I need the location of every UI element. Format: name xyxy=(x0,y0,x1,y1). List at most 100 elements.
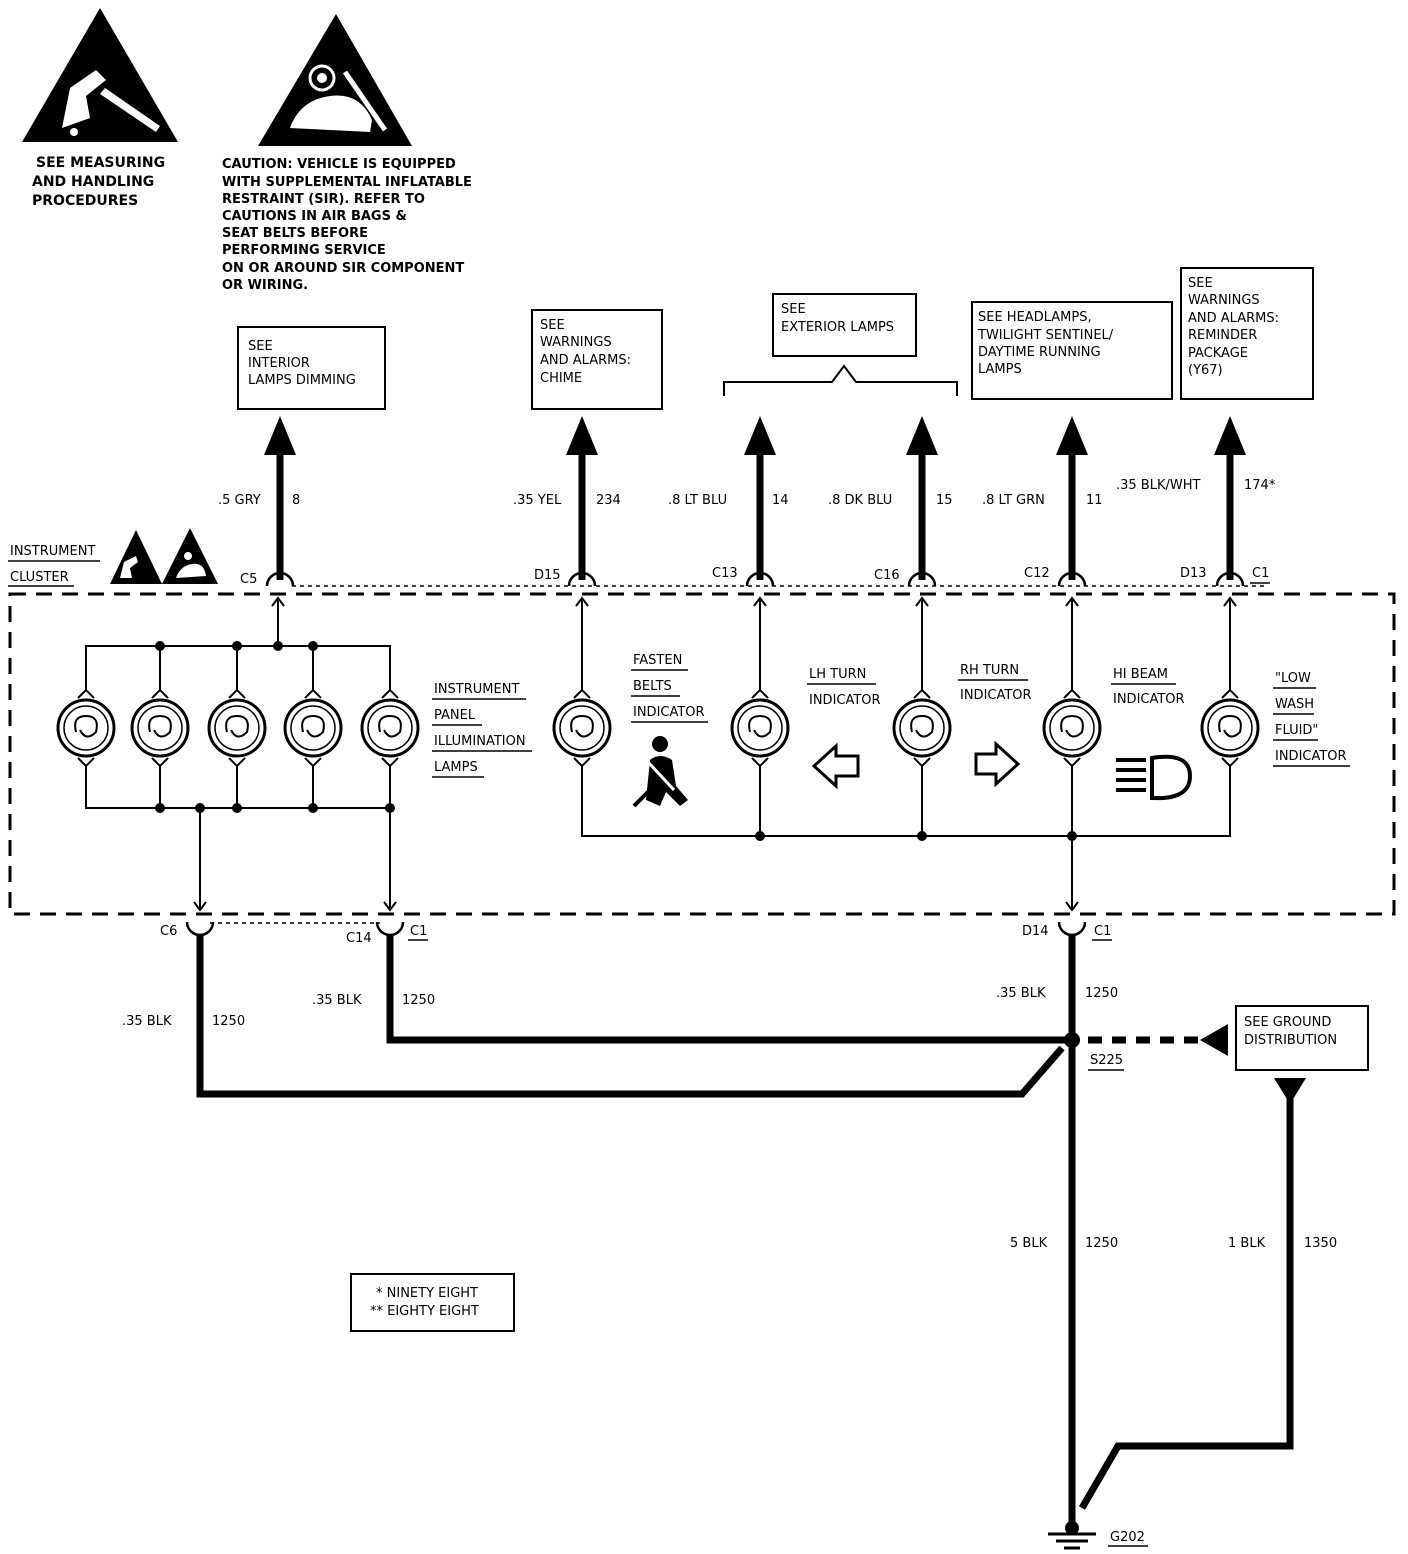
svg-text:.8 DK BLU: .8 DK BLU xyxy=(828,493,892,508)
sir-caution-line-7: ON OR AROUND SIR COMPONENT xyxy=(222,261,464,276)
svg-text:ILLUMINATION: ILLUMINATION xyxy=(434,734,526,749)
legend-box: * NINETY EIGHT ** EIGHTY EIGHT xyxy=(350,1273,515,1332)
panel-lamp-bank xyxy=(85,600,395,908)
conn-c12: C12 xyxy=(1024,566,1050,581)
fasten-belts-label: FASTEN BELTS INDICATOR xyxy=(631,653,708,723)
svg-text:WARNINGS: WARNINGS xyxy=(540,335,612,350)
svg-text:LH TURN: LH TURN xyxy=(809,667,866,682)
conn-d14: D14 xyxy=(1022,924,1049,939)
svg-text:LAMPS: LAMPS xyxy=(434,760,478,775)
svg-text:15: 15 xyxy=(936,493,953,508)
conn-c6: C6 xyxy=(160,924,177,939)
esd-note-line-2: AND HANDLING xyxy=(32,174,154,190)
lh-turn-lamp-icon xyxy=(730,676,790,780)
bulb-layer xyxy=(56,676,1260,780)
indicator-wiring xyxy=(581,600,1231,908)
svg-text:INDICATOR: INDICATOR xyxy=(960,688,1032,703)
sir-caution-line-8: OR WIRING. xyxy=(222,278,308,293)
svg-text:LAMPS: LAMPS xyxy=(978,362,1022,377)
wire-c6-circuit: 1250 xyxy=(212,1014,245,1029)
svg-text:HI BEAM: HI BEAM xyxy=(1113,667,1168,682)
top-connectors xyxy=(265,571,1245,587)
low-wash-label: "LOW WASH FLUID" INDICATOR xyxy=(1273,671,1350,767)
svg-text:234: 234 xyxy=(596,493,621,508)
svg-text:AND ALARMS:: AND ALARMS: xyxy=(1188,311,1279,326)
svg-text:.35 BLK/WHT: .35 BLK/WHT xyxy=(1116,478,1201,493)
rh-turn-label: RH TURN INDICATOR xyxy=(958,663,1032,703)
svg-text:.8 LT GRN: .8 LT GRN xyxy=(982,493,1045,508)
panel-lamp-2-icon xyxy=(130,676,190,780)
cluster-airbag-icon xyxy=(162,528,218,584)
sir-caution-line-5: SEAT BELTS BEFORE xyxy=(222,226,368,241)
panel-lamp-5-icon xyxy=(360,676,420,780)
lh-turn-label: LH TURN INDICATOR xyxy=(807,667,881,708)
hi-beam-label: HI BEAM INDICATOR xyxy=(1111,667,1185,707)
svg-text:.35 YEL: .35 YEL xyxy=(513,493,562,508)
svg-text:INTERIOR: INTERIOR xyxy=(248,356,310,371)
svg-text:11: 11 xyxy=(1086,493,1103,508)
sir-caution-line-2: WITH SUPPLEMENTAL INFLATABLE xyxy=(222,175,472,190)
wire-yel: .35 YEL 234 xyxy=(513,416,621,580)
inner-up-arrows xyxy=(193,596,1237,912)
wire-main-label: 5 BLK xyxy=(1010,1236,1048,1251)
conn-c16: C16 xyxy=(874,568,900,583)
ref-box-interior-dimming: SEE INTERIOR LAMPS DIMMING xyxy=(237,326,386,410)
wire-main-circuit: 1250 xyxy=(1085,1236,1118,1251)
conn-c5: C5 xyxy=(240,572,257,587)
svg-text:LAMPS DIMMING: LAMPS DIMMING xyxy=(248,373,356,388)
svg-text:RH TURN: RH TURN xyxy=(960,663,1019,678)
rh-arrow-icon xyxy=(974,740,1021,788)
panel-lamp-3-icon xyxy=(207,676,267,780)
esd-note-line-1: SEE MEASURING xyxy=(36,155,165,171)
conn-c1-bottom-right: C1 xyxy=(1094,924,1111,939)
bottom-connectors xyxy=(185,921,1087,937)
svg-text:SEE: SEE xyxy=(781,302,806,317)
wire-blk-wht: .35 BLK/WHT 174* xyxy=(1116,416,1276,580)
wire-d14-label: .35 BLK xyxy=(996,986,1046,1001)
hi-beam-icon xyxy=(1116,754,1193,801)
svg-text:FASTEN: FASTEN xyxy=(633,653,682,668)
wire-c6-label: .35 BLK xyxy=(122,1014,172,1029)
fasten-belts-lamp-icon xyxy=(552,676,612,780)
svg-text:AND ALARMS:: AND ALARMS: xyxy=(540,353,631,368)
panel-lamp-4-icon xyxy=(283,676,343,780)
panel-lamp-1-icon xyxy=(56,676,116,780)
conn-d15: D15 xyxy=(534,568,561,583)
svg-text:8: 8 xyxy=(292,493,300,508)
cluster-label: INSTRUMENT CLUSTER xyxy=(8,544,100,587)
svg-text:WASH: WASH xyxy=(1275,697,1314,712)
airbag-warning-icon xyxy=(258,14,412,146)
svg-text:* NINETY EIGHT: * NINETY EIGHT xyxy=(376,1286,478,1301)
svg-text:EXTERIOR LAMPS: EXTERIOR LAMPS xyxy=(781,320,894,335)
svg-text:SEE: SEE xyxy=(1188,276,1213,291)
wire-dk-blu: .8 DK BLU 15 xyxy=(828,416,953,580)
svg-text:REMINDER: REMINDER xyxy=(1188,328,1257,343)
svg-text:INSTRUMENT: INSTRUMENT xyxy=(10,544,95,559)
svg-text:CLUSTER: CLUSTER xyxy=(10,570,69,585)
wire-d14-circuit: 1250 xyxy=(1085,986,1118,1001)
svg-text:INDICATOR: INDICATOR xyxy=(1275,749,1347,764)
svg-text:174*: 174* xyxy=(1244,478,1276,493)
wire-gry: .5 GRY 8 xyxy=(218,416,300,580)
svg-text:WARNINGS: WARNINGS xyxy=(1188,293,1260,308)
wire-gnd-label: 1 BLK xyxy=(1228,1236,1266,1251)
ref-box-headlamps: SEE HEADLAMPS, TWILIGHT SENTINEL/ DAYTIM… xyxy=(971,301,1173,400)
sir-caution-line-3: RESTRAINT (SIR). REFER TO xyxy=(222,192,425,207)
low-wash-lamp-icon xyxy=(1200,676,1260,780)
ground-wiring xyxy=(196,934,1306,1528)
panel-lamps-label: INSTRUMENT PANEL ILLUMINATION LAMPS xyxy=(432,682,532,778)
conn-c1-top: C1 xyxy=(1252,566,1269,581)
sir-caution-line-4: CAUTIONS IN AIR BAGS & xyxy=(222,209,407,224)
svg-text:.8 LT BLU: .8 LT BLU xyxy=(668,493,727,508)
seatbelt-icon xyxy=(632,736,688,808)
svg-text:"LOW: "LOW xyxy=(1275,671,1311,686)
svg-text:PACKAGE: PACKAGE xyxy=(1188,346,1248,361)
svg-text:14: 14 xyxy=(772,493,789,508)
svg-text:INDICATOR: INDICATOR xyxy=(633,705,705,720)
svg-text:PANEL: PANEL xyxy=(434,708,476,723)
esd-note-line-3: PROCEDURES xyxy=(32,193,138,209)
splice-s225: S225 xyxy=(1090,1053,1123,1068)
rh-turn-lamp-icon xyxy=(892,676,952,780)
svg-text:(Y67): (Y67) xyxy=(1188,363,1223,378)
